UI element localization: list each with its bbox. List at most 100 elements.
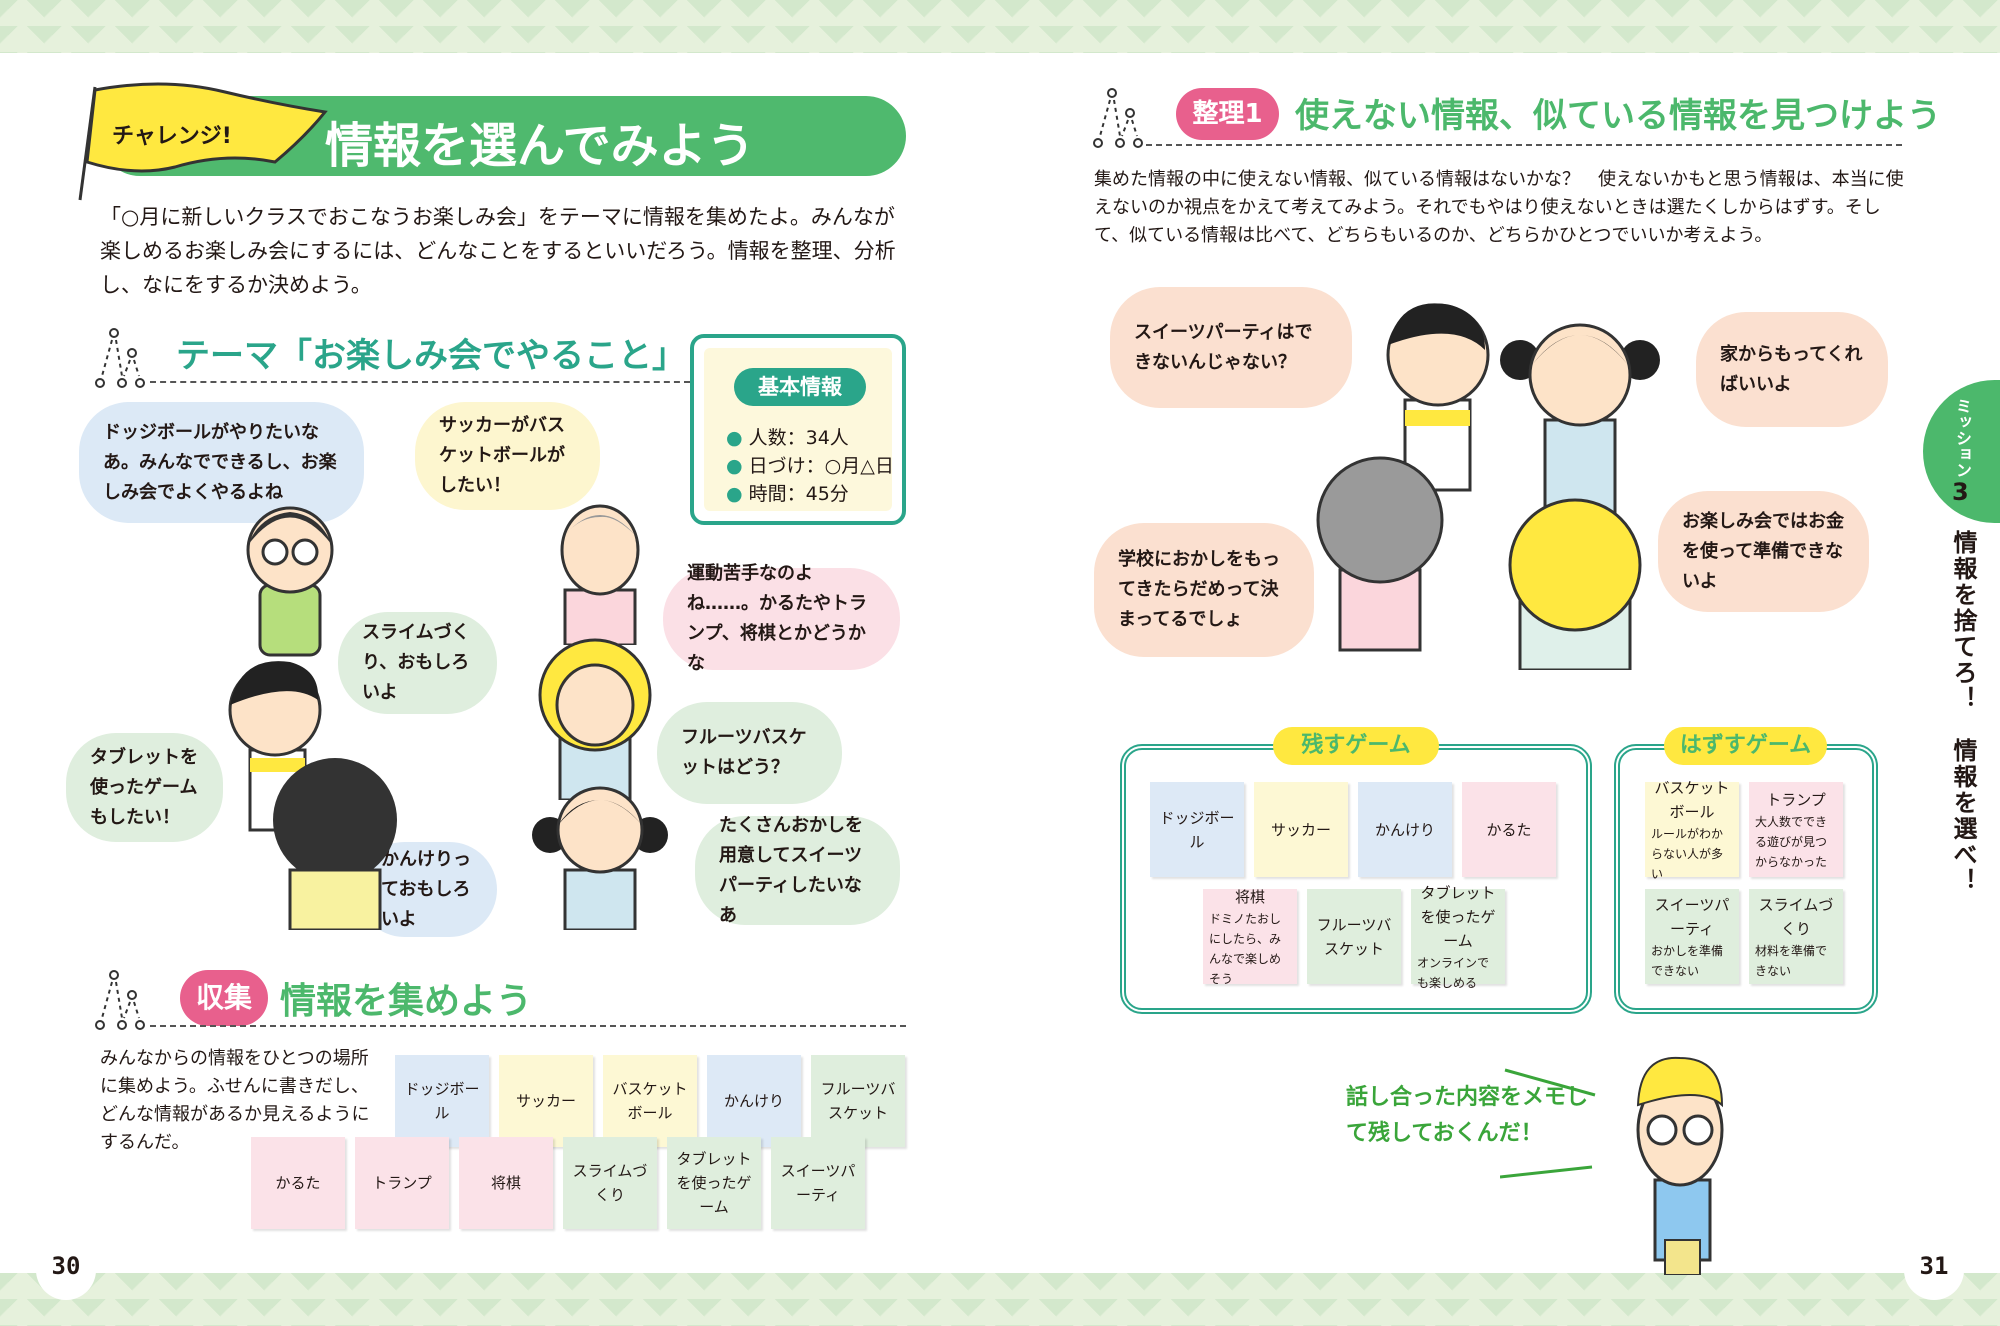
sticky-note: タブレットを使ったゲーム — [667, 1137, 761, 1229]
collect-text: みんなからの情報をひとつの場所に集めよう。ふせんに書きだし、どんな情報があるか見… — [100, 1048, 370, 1153]
sticky-note: タブレットを使ったゲームオンラインでも楽しめる — [1411, 884, 1505, 990]
divider — [1146, 144, 1902, 146]
sticky-note-title: ドッジボール — [404, 1080, 480, 1122]
mission-label: ミッション — [1953, 398, 1972, 478]
speech-bubble: 運動苦手なのよね……。かるたやトランプ、将棋とかどうかな — [663, 563, 900, 674]
sticky-note-reason: 材料を準備できない — [1755, 943, 1828, 978]
intro-text: 「○月に新しいクラスでおこなうお楽しみ会」をテーマに情報を集めたよ。みんなが楽し… — [100, 205, 896, 297]
sticky-note-reason: ドミノたおしにしたら、みんなで楽しめそう — [1209, 911, 1282, 986]
sticky-note-title: スイーツパーティ — [780, 1162, 856, 1204]
sticky-note-title: トランプ — [1766, 790, 1826, 809]
speech-lines-icon — [1500, 1068, 1596, 1179]
bottom-pattern-band — [0, 1273, 2000, 1326]
sticky-note: かるた — [1462, 782, 1556, 877]
organize-heading: 使えない情報、似ている情報を見つけよう — [1295, 96, 1941, 136]
sticky-note-title: かるた — [275, 1174, 321, 1192]
speech-bubble: 学校におかしをもってきたらだめって決まってるでしょ — [1094, 523, 1314, 657]
girl-glasses-illustration — [246, 506, 334, 657]
info-item: ● 時間：45分 — [726, 483, 849, 505]
speech-bubble: フルーツバスケットはどう？ — [657, 702, 842, 804]
curly-hair-child-illustration — [273, 758, 397, 930]
page-number-left: 30 — [36, 1240, 96, 1300]
sticky-note-reason: おかしを準備できない — [1651, 943, 1724, 978]
boy-gray-hair-back-illustration — [1316, 456, 1444, 652]
section-marker-icon — [95, 970, 145, 1030]
sticky-note: サッカー — [1254, 782, 1348, 877]
sticky-note: サッカー — [499, 1055, 593, 1147]
girl-blonde-back-illustration — [1508, 498, 1642, 670]
sticky-note-title: タブレットを使ったゲーム — [1420, 883, 1496, 950]
organize-text: 集めた情報の中に使えない情報、似ている情報はないかな？ 使えないかもと思う情報は… — [1094, 169, 1904, 246]
sticky-note: ドッジボール — [1150, 782, 1244, 877]
sticky-note-title: スライムづくり — [1758, 895, 1834, 938]
speech-bubble: サッカーがバスケットボールがしたい！ — [415, 402, 600, 510]
sticky-note-title: バスケットボール — [1654, 778, 1730, 821]
sticky-note-reason: オンラインでも楽しめる — [1417, 955, 1490, 990]
info-item: ● 日づけ：○月△日 — [726, 455, 894, 477]
sticky-note: フルーツバスケット — [1307, 889, 1401, 984]
sticky-note: スライムづくり材料を準備できない — [1749, 889, 1843, 984]
sticky-note: バスケットボールルールがわからない人が多い — [1645, 779, 1739, 881]
sticky-note: フルーツバスケット — [811, 1055, 905, 1147]
sticky-note-title: スイーツパーティ — [1654, 895, 1730, 938]
sticky-note: 将棋ドミノたおしにしたら、みんなで楽しめそう — [1203, 888, 1297, 986]
speech-bubble: スライムづくり、おもしろいよ — [338, 612, 497, 714]
sticky-note-reason: ルールがわからない人が多い — [1651, 826, 1724, 881]
sticky-note-title: 将棋 — [490, 1174, 521, 1192]
speech-bubble: 家からもってくればいいよ — [1696, 312, 1888, 427]
section-marker-icon — [1093, 88, 1143, 148]
keep-games-label: 残すゲーム — [1273, 727, 1439, 765]
divider — [150, 1025, 906, 1027]
sticky-note-title: タブレットを使ったゲーム — [676, 1150, 752, 1216]
boy-gray-hair-illustration — [560, 504, 640, 645]
speech-bubble: スイーツパーティはできないんじゃない？ — [1110, 287, 1352, 408]
top-pattern-band — [0, 0, 2000, 53]
sticky-note: かんけり — [1358, 782, 1452, 877]
sticky-note-title: サッカー — [515, 1092, 576, 1110]
sticky-note-reason: 大人数でできる遊びが見つからなかった — [1755, 814, 1828, 869]
sticky-note-title: かるた — [1486, 820, 1532, 839]
sticky-note-title: バスケットボール — [612, 1080, 688, 1122]
girl-blonde-illustration — [538, 638, 652, 800]
info-box: 基本情報 ● 人数：34人 ● 日づけ：○月△日 ● 時間：45分 — [690, 334, 906, 525]
sticky-note: 将棋 — [459, 1137, 553, 1229]
collect-heading: 情報を集めよう — [280, 981, 533, 1022]
mission-number: 3 — [1952, 478, 1969, 506]
page-title: 情報を選んでみよう — [325, 118, 755, 174]
sticky-note-title: サッカー — [1270, 820, 1331, 839]
sticky-note: かるた — [251, 1137, 345, 1229]
sticky-note: ドッジボール — [395, 1055, 489, 1147]
boy-glasses-illustration — [1636, 1056, 1724, 1275]
sticky-note: トランプ大人数でできる遊びが見つからなかった — [1749, 782, 1843, 877]
sticky-note: スライムづくり — [563, 1137, 657, 1229]
info-box-title: 基本情報 — [734, 368, 866, 406]
boy-yellow-stripe-illustration — [1386, 303, 1490, 492]
sticky-note-title: かんけり — [1374, 820, 1435, 839]
organize-badge: 整理1 — [1176, 88, 1279, 140]
sticky-note-title: スライムづくり — [572, 1162, 648, 1204]
sticky-note: スイーツパーティ — [771, 1137, 865, 1229]
sticky-note-title: フルーツバスケット — [820, 1080, 896, 1122]
sticky-note-title: かんけり — [723, 1092, 784, 1110]
memo-caption: 話し合った内容をメモして残しておくんだ！ — [1346, 1085, 1589, 1146]
speech-bubble: ドッジボールがやりたいなあ。みんなでできるし、お楽しみ会でよくやるよね — [79, 402, 364, 523]
divider — [150, 381, 690, 383]
speech-bubble: タブレットを使ったゲームもしたい！ — [66, 733, 223, 842]
challenge-label: チャレンジ! — [112, 124, 232, 149]
sticky-note: かんけり — [707, 1055, 801, 1147]
flag-icon — [78, 82, 328, 201]
sticky-note-title: 将棋 — [1234, 887, 1265, 906]
sticky-note-title: フルーツバスケット — [1316, 915, 1392, 958]
sticky-note: スイーツパーティおかしを準備できない — [1645, 889, 1739, 984]
speech-bubble: たくさんおかしを用意してスイーツパーティしたいなあ — [695, 815, 900, 926]
section-marker-icon — [95, 328, 145, 388]
info-item: ● 人数：34人 — [726, 427, 849, 449]
page-number-right: 31 — [1904, 1240, 1964, 1300]
sticky-note-title: トランプ — [372, 1174, 432, 1192]
sticky-note-title: ドッジボール — [1159, 808, 1235, 851]
collect-badge: 収集 — [180, 970, 268, 1026]
sticky-note: トランプ — [355, 1137, 449, 1229]
sticky-note: バスケットボール — [603, 1055, 697, 1147]
mission-caption: 情報を捨てろ！ 情報を選べ！ — [1949, 530, 1977, 894]
theme-heading: テーマ「お楽しみ会でやること」 — [176, 336, 686, 376]
